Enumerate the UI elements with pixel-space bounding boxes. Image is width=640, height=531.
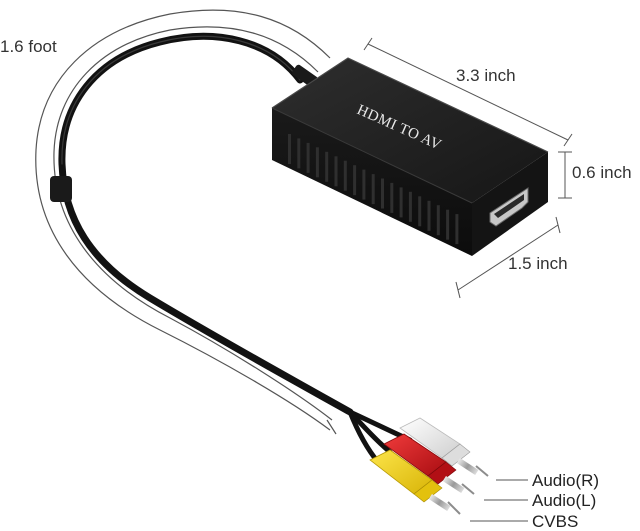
ventilation-slots: [288, 134, 459, 245]
length-dimension-line: [363, 37, 573, 147]
vent-slot: [315, 147, 319, 178]
rca-plug-red: [383, 433, 475, 495]
audio-left-label: Audio(L): [532, 491, 597, 510]
vent-slot: [353, 165, 357, 196]
vent-slot: [343, 160, 347, 191]
vent-slot: [381, 178, 384, 209]
port-leader-lines: [470, 479, 528, 522]
hdmi-port: [489, 187, 529, 227]
vent-slot: [371, 174, 375, 205]
height-dimension-line: [558, 151, 572, 199]
rca-plug-yellow: [369, 449, 461, 515]
vent-slot: [418, 196, 422, 227]
video-label: CVBS: [532, 512, 579, 531]
adapter-box: [271, 57, 549, 256]
vent-slot: [362, 169, 366, 200]
width-dimension-line: [455, 216, 561, 299]
vent-slot: [390, 182, 394, 213]
width-label: 1.5 inch: [508, 254, 568, 273]
vent-slot: [399, 187, 403, 218]
length-label: 3.3 inch: [456, 66, 516, 85]
audio-right-label: Audio(R): [532, 471, 600, 490]
vent-slot: [334, 156, 338, 187]
vent-slot: [446, 209, 450, 240]
vent-slot: [288, 134, 291, 164]
vent-slot: [436, 205, 440, 236]
vent-slot: [325, 151, 329, 182]
vent-slot: [455, 214, 459, 245]
vent-slot: [306, 142, 310, 173]
cable-length-guide: [35, 9, 337, 435]
vent-slot: [297, 138, 301, 169]
vent-slot: [427, 200, 431, 231]
cable-length-label: 1.6 foot: [0, 37, 57, 56]
vent-slot: [408, 191, 412, 222]
height-label: 0.6 inch: [572, 163, 632, 182]
rca-plug-white: [399, 417, 489, 477]
